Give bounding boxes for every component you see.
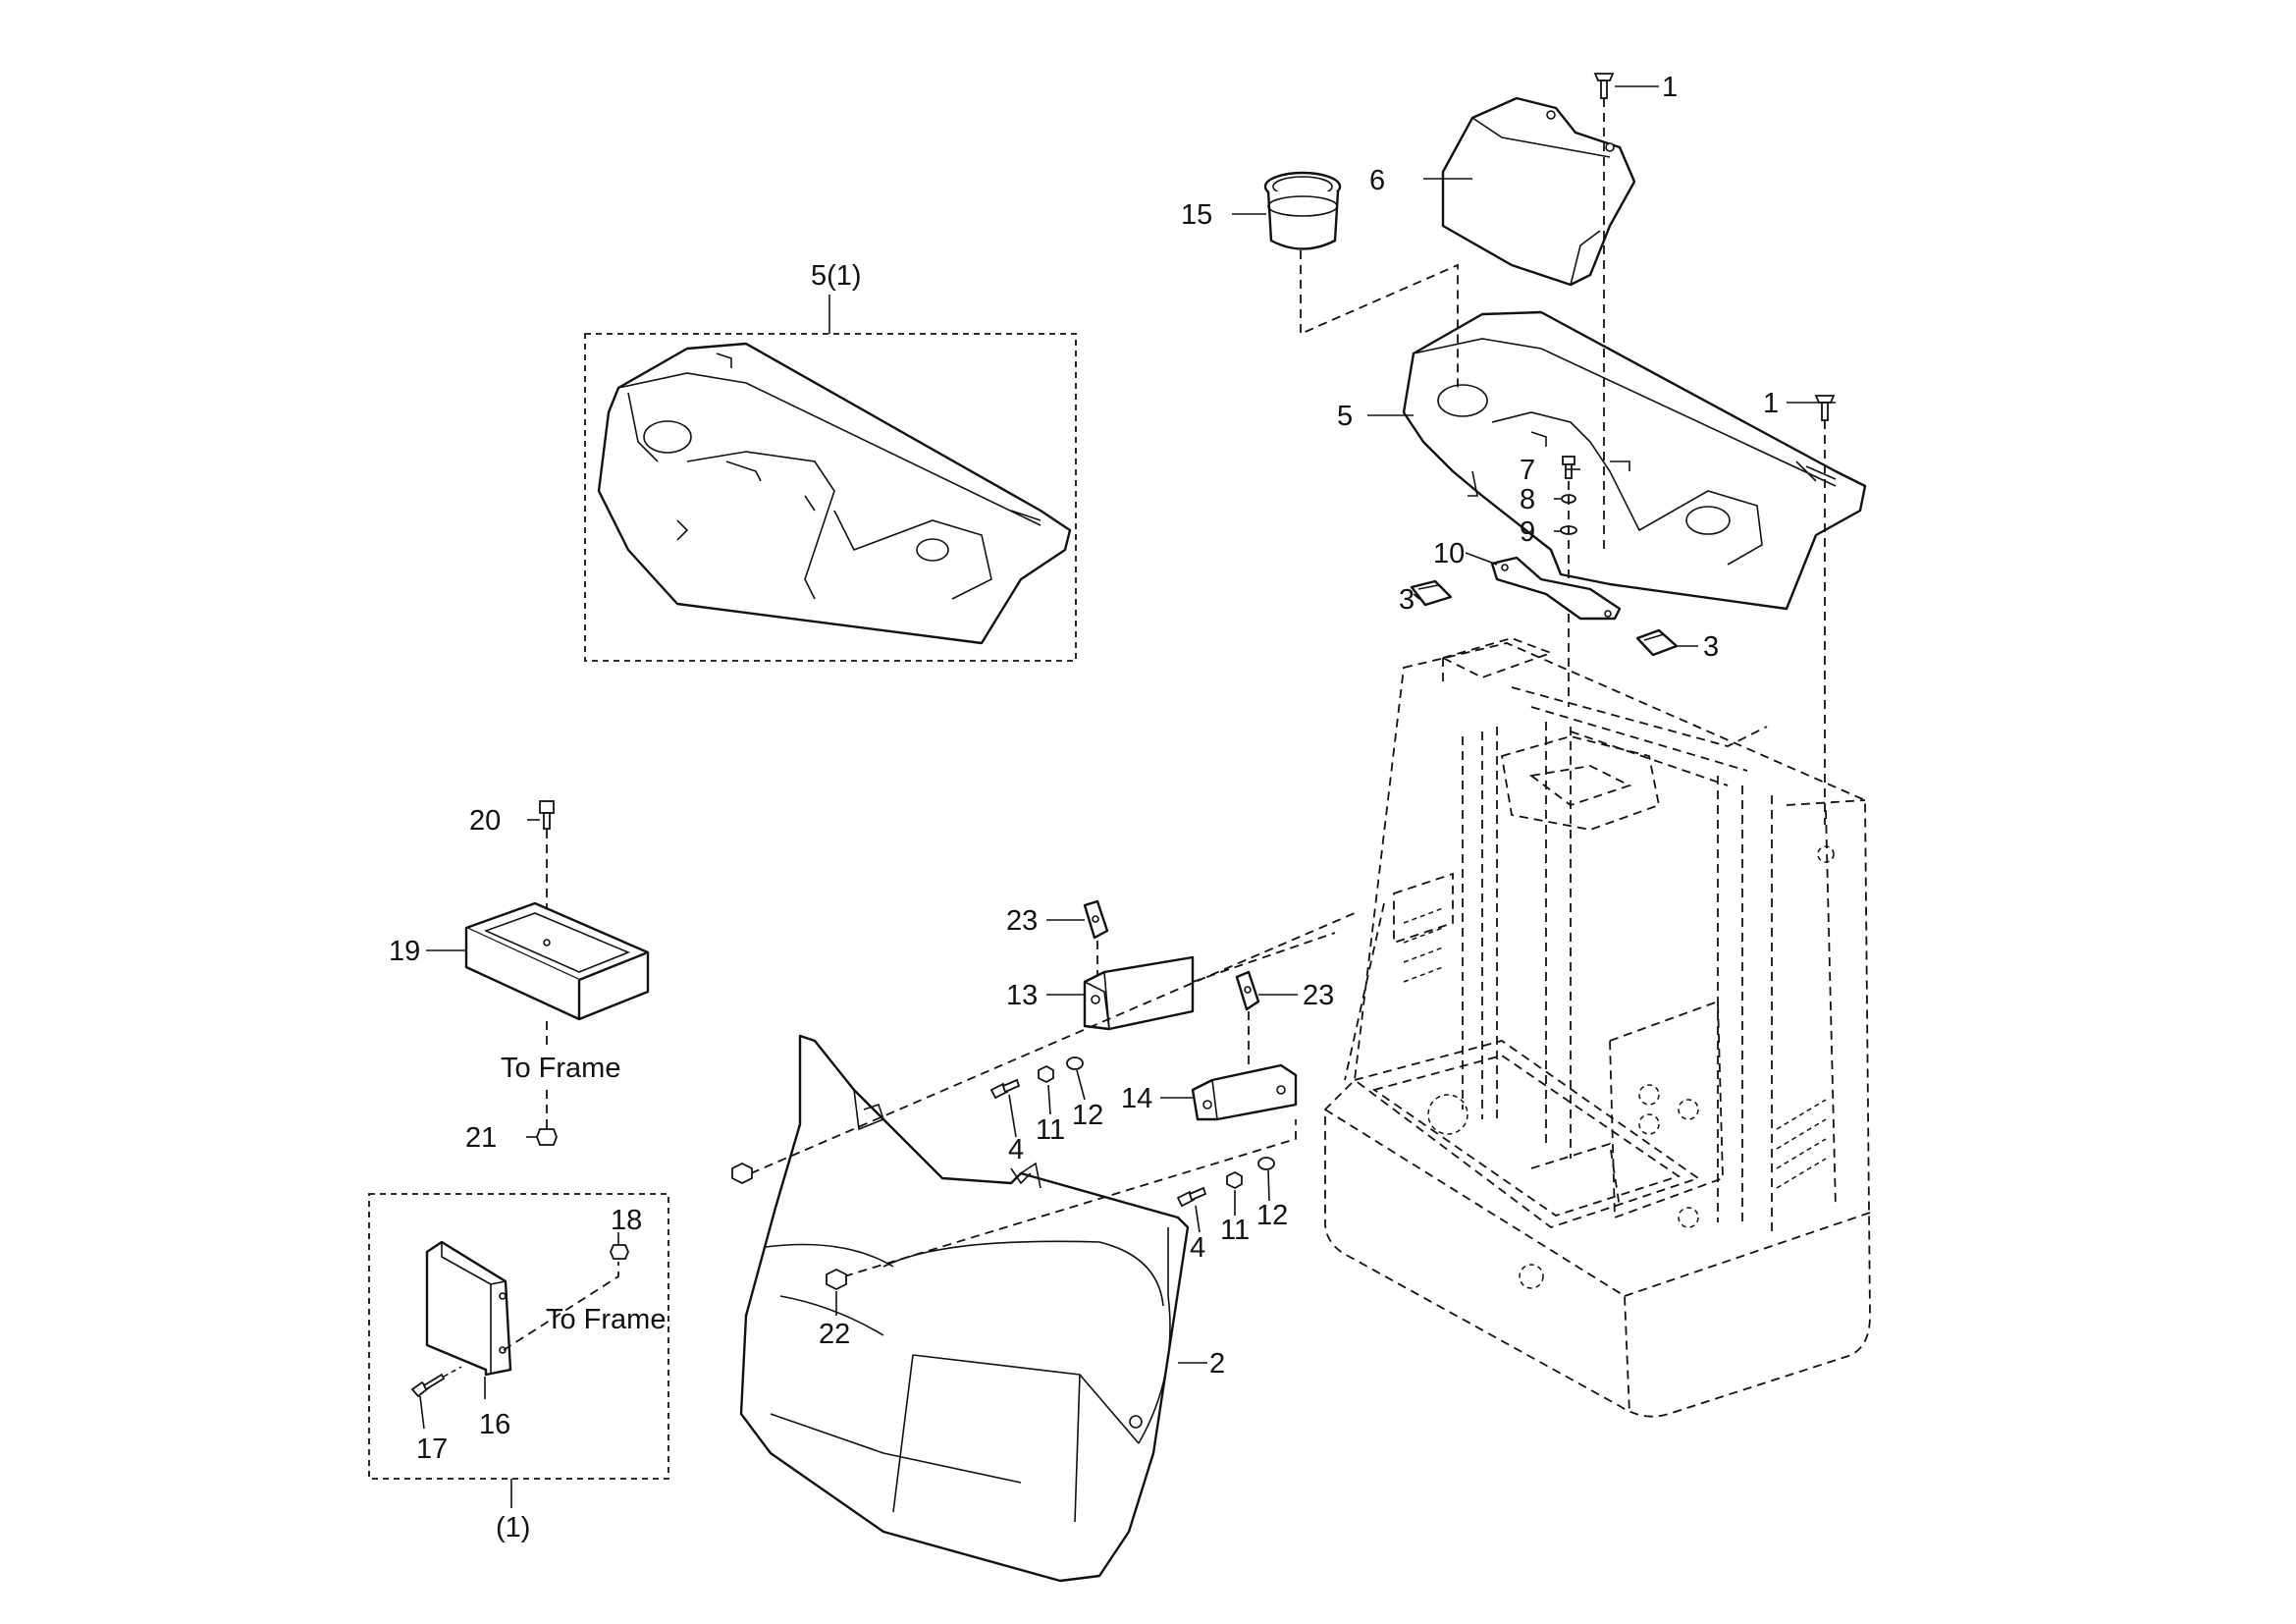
label-9: 9 <box>1520 516 1535 548</box>
axis-fasteners-right <box>843 1119 1297 1277</box>
axis-18 <box>503 1262 619 1351</box>
bracket-10 <box>1490 556 1622 621</box>
label-22: 22 <box>819 1319 850 1350</box>
label-16: 16 <box>479 1409 510 1440</box>
cup-holder-link <box>1300 250 1459 393</box>
label-2: 2 <box>1209 1348 1225 1380</box>
nut-21 <box>536 1128 558 1146</box>
chassis-frame <box>1324 637 1871 1418</box>
label-23-right: 23 <box>1303 980 1334 1011</box>
screw-1-top <box>1593 73 1615 99</box>
callout-labels: 1 1 6 15 5(1) 5 7 8 9 10 3 3 20 19 To Fr… <box>389 72 1779 1543</box>
screw-1-right <box>1814 395 1836 421</box>
label-4-left: 4 <box>1008 1134 1024 1165</box>
label-5-1: 5(1) <box>811 260 862 292</box>
nut-11-left <box>1038 1064 1054 1084</box>
bracket-13 <box>1083 955 1195 1031</box>
bolt-7 <box>1562 456 1575 479</box>
label-13: 13 <box>1006 980 1038 1011</box>
label-12-left: 12 <box>1072 1100 1103 1131</box>
label-3-right: 3 <box>1703 631 1719 663</box>
label-11-right: 11 <box>1220 1215 1250 1246</box>
label-17: 17 <box>416 1434 448 1465</box>
kit-box-5-1 <box>584 295 1077 662</box>
label-15: 15 <box>1181 199 1212 231</box>
axis-fasteners-left <box>750 912 1356 1174</box>
label-20: 20 <box>469 805 501 837</box>
bolt-22-left <box>731 1162 753 1185</box>
label-1-right: 1 <box>1763 388 1779 419</box>
nut-11-right <box>1226 1170 1243 1190</box>
label-18: 18 <box>611 1205 642 1236</box>
label-14: 14 <box>1121 1083 1152 1114</box>
label-4-right: 4 <box>1190 1232 1205 1264</box>
cover-6 <box>1441 96 1636 287</box>
panel-5 <box>1402 310 1867 611</box>
label-23-left: 23 <box>1006 905 1038 937</box>
nut-18 <box>610 1244 629 1260</box>
axis-13 <box>1192 932 1336 983</box>
note-to-frame-tray: To Frame <box>501 1053 620 1084</box>
label-10: 10 <box>1433 538 1465 569</box>
label-8: 8 <box>1520 484 1535 515</box>
label-7: 7 <box>1520 455 1535 486</box>
tray-19 <box>464 901 650 1021</box>
leader-lines <box>419 85 1836 1430</box>
bolt-4-right <box>1176 1186 1207 1208</box>
label-21: 21 <box>465 1122 497 1154</box>
clip-3-left <box>1410 579 1453 607</box>
label-1-top: 1 <box>1662 72 1678 103</box>
cup-holder-15 <box>1263 171 1342 250</box>
label-3-left: 3 <box>1399 584 1415 616</box>
clip-23-right <box>1235 970 1260 1011</box>
clip-23-left <box>1083 899 1109 940</box>
label-kit-1: (1) <box>496 1512 530 1543</box>
label-12-right: 12 <box>1256 1200 1288 1231</box>
note-to-frame-bracket: To Frame <box>546 1304 666 1335</box>
label-6: 6 <box>1369 165 1385 196</box>
axis-17 <box>443 1366 462 1378</box>
label-19: 19 <box>389 936 420 967</box>
washer-12-right <box>1257 1157 1275 1170</box>
bolt-4-left <box>989 1078 1021 1100</box>
label-11-left: 11 <box>1036 1114 1065 1146</box>
clip-3-right <box>1635 628 1679 657</box>
bracket-14 <box>1191 1063 1298 1121</box>
bolt-20 <box>539 800 555 830</box>
label-5: 5 <box>1337 401 1353 432</box>
panel-5-1 <box>597 342 1072 645</box>
kit-box-1 <box>368 1193 669 1508</box>
bracket-16 <box>425 1240 512 1377</box>
lower-cover-2 <box>739 1034 1190 1583</box>
screw-17 <box>410 1373 446 1398</box>
washer-12-left <box>1066 1056 1084 1070</box>
bolt-22 <box>826 1268 847 1291</box>
